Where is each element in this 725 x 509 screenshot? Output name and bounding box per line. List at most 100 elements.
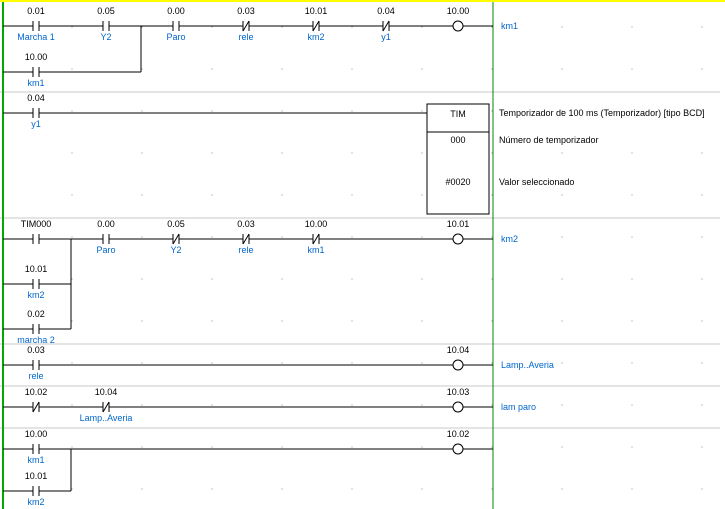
output-coil[interactable] [452,443,464,455]
grid-dot [561,362,563,364]
grid-dot [561,26,563,28]
timer-block[interactable] [426,103,490,215]
contact-address: 10.00 [25,52,48,62]
grid-dot [631,110,633,112]
contact-address: 0.04 [27,93,45,103]
contact-symbol: y1 [31,119,41,129]
grid-dot [351,278,353,280]
grid-dot [141,68,143,70]
grid-dot [491,68,493,70]
grid-dot [211,278,213,280]
timer-name: TIM [450,109,466,119]
grid-dot [211,362,213,364]
grid-dot [71,26,73,28]
grid-dot [141,488,143,490]
grid-dot [701,488,703,490]
grid-dot [561,236,563,238]
grid-dot [491,152,493,154]
contact-symbol: km2 [307,32,324,42]
contact-symbol: Paro [166,32,185,42]
grid-dot [141,404,143,406]
grid-dot [351,68,353,70]
coil-comment: km1 [501,21,518,31]
contact-address: 10.01 [305,6,328,16]
grid-dot [561,152,563,154]
contact-address: 0.03 [27,345,45,355]
grid-dot [211,446,213,448]
grid-dot [281,152,283,154]
grid-dot [211,68,213,70]
grid-dot [281,68,283,70]
contact-no[interactable] [28,231,44,247]
grid-dot [71,404,73,406]
contact-symbol: Paro [96,245,115,255]
output-coil[interactable] [452,233,464,245]
grid-dot [71,278,73,280]
grid-dot [491,320,493,322]
contact-symbol: Y2 [170,245,181,255]
timer-comment-setpoint: Valor seleccionado [499,177,574,187]
grid-dot [211,26,213,28]
grid-dot [211,404,213,406]
grid-dot [631,446,633,448]
grid-dot [281,446,283,448]
grid-dot [701,194,703,196]
grid-dot [351,194,353,196]
grid-dot [631,488,633,490]
grid-dot [491,278,493,280]
grid-dot [561,278,563,280]
grid-dot [701,362,703,364]
grid-dot [71,488,73,490]
contact-address: 0.03 [237,6,255,16]
grid-dot [141,278,143,280]
timer-comment-number: Número de temporizador [499,135,599,145]
grid-dot [631,320,633,322]
grid-dot [281,194,283,196]
timer-comment-type: Temporizador de 100 ms (Temporizador) [t… [499,108,705,118]
contact-address: 0.00 [167,6,185,16]
output-coil[interactable] [452,359,464,371]
contact-symbol: km2 [27,290,44,300]
grid-dot [421,488,423,490]
grid-dot [141,236,143,238]
contact-nc-slash [382,20,390,32]
grid-dot [71,446,73,448]
coil-address: 10.04 [447,345,470,355]
contact-symbol: rele [238,245,253,255]
grid-dot [701,110,703,112]
coil-comment: lam paro [501,402,536,412]
contact-address: 10.00 [25,429,48,439]
grid-dot [491,446,493,448]
grid-dot [71,110,73,112]
grid-dot [71,194,73,196]
grid-dot [631,404,633,406]
contact-symbol: km1 [27,78,44,88]
contact-nc[interactable] [28,399,44,415]
grid-dot [211,110,213,112]
contact-address: 0.03 [237,219,255,229]
grid-dot [71,236,73,238]
output-coil[interactable] [452,401,464,413]
contact-symbol: km1 [307,245,324,255]
grid-dot [701,278,703,280]
grid-dot [421,68,423,70]
grid-dot [351,488,353,490]
contact-symbol: Marcha 1 [17,32,55,42]
output-coil[interactable] [452,20,464,32]
contact-nc-slash [172,233,180,245]
grid-dot [631,194,633,196]
grid-dot [701,320,703,322]
grid-dot [631,278,633,280]
grid-dot [141,194,143,196]
contact-address: 10.02 [25,387,48,397]
coil-address: 10.03 [447,387,470,397]
coil-comment: km2 [501,234,518,244]
grid-dot [141,26,143,28]
grid-dot [561,110,563,112]
contact-address: 10.01 [25,264,48,274]
contact-nc-slash [32,401,40,413]
timer-setpoint: #0020 [445,177,470,187]
contact-address: TIM000 [21,219,52,229]
grid-dot [281,236,283,238]
